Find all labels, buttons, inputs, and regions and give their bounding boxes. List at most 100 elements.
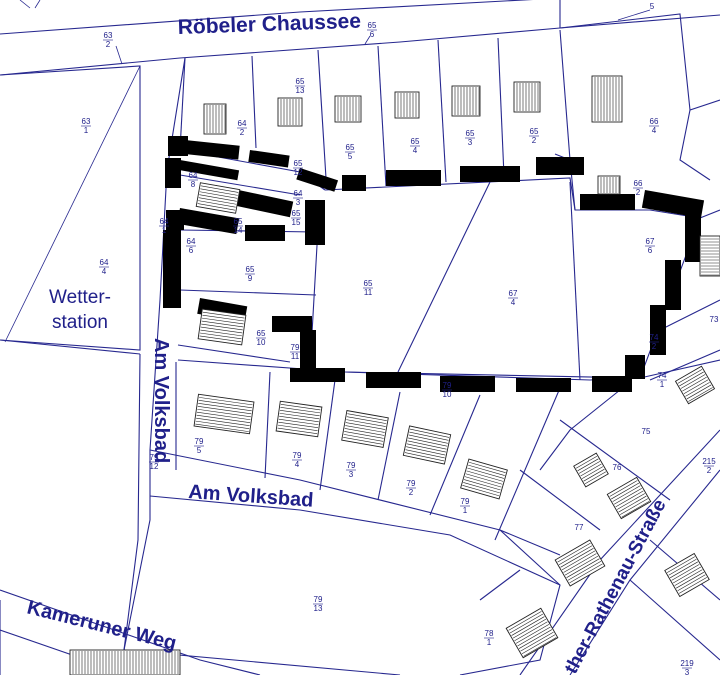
parcel-subnumber: 5 — [197, 446, 202, 455]
area-label-wetterstation: Wetter- station — [49, 287, 111, 333]
parcel-subnumber: 3 — [468, 138, 473, 147]
parcel-number: 65 — [364, 279, 373, 288]
parcel-subnumber: 4 — [413, 146, 418, 155]
parcel-subnumber: 12 — [150, 462, 159, 471]
parcel-number: 63 — [82, 117, 91, 126]
parcel-number: 65 — [234, 217, 243, 226]
parcel-number: 67 — [509, 289, 518, 298]
parcel-number: 65 — [411, 137, 420, 146]
parcel-subnumber: 1 — [84, 126, 89, 135]
parcel-subnumber: 1 — [487, 638, 492, 647]
parcel-label-67-4: 674 — [508, 289, 518, 307]
parcel-number: 74 — [658, 371, 667, 380]
parcel-label-66-4: 664 — [649, 117, 659, 135]
parcel-subnumber: 6 — [370, 30, 375, 39]
parcel-labels: 5632656631642651366465565465365265126486… — [81, 2, 719, 675]
parcel-label-64-8: 648 — [188, 171, 198, 189]
parcel-label-64-6: 646 — [186, 237, 196, 255]
parcel-number: 73 — [710, 315, 719, 324]
parcel-subnumber: 10 — [257, 338, 266, 347]
parcel-number: 64 — [187, 237, 196, 246]
parcel-number: 79 — [443, 381, 452, 390]
building — [664, 552, 710, 598]
building — [203, 103, 227, 135]
parcel-number: 79 — [150, 453, 159, 462]
parcel-label-77: 77 — [575, 523, 584, 532]
parcel-number: 79 — [293, 451, 302, 460]
building — [193, 393, 255, 435]
parcel-subnumber: 3 — [296, 198, 301, 207]
building — [394, 91, 420, 119]
parcel-label-79-2: 792 — [406, 479, 416, 497]
parcel-label-79-5: 795 — [194, 437, 204, 455]
building — [195, 182, 241, 214]
parcel-number: 64 — [160, 217, 169, 226]
parcel-subnumber: 11 — [364, 288, 373, 297]
parcel-label-65-2: 652 — [529, 127, 539, 145]
parcel-number: 63 — [104, 31, 113, 40]
parcel-subnumber: 2 — [106, 40, 111, 49]
parcel-label-63-2: 632 — [103, 31, 113, 49]
parcel-number: 65 — [466, 129, 475, 138]
parcel-subnumber: 1 — [162, 226, 167, 235]
parcel-number: 219 — [680, 659, 694, 668]
building — [341, 410, 389, 448]
wetterstation-line1: Wetter- — [49, 287, 111, 308]
parcel-label-76: 76 — [613, 463, 622, 472]
building — [334, 95, 362, 123]
parcel-subnumber: 6 — [189, 246, 194, 255]
parcel-number: 65 — [257, 329, 266, 338]
wetterstation-line2: station — [52, 312, 108, 333]
parcel-number: 65 — [292, 209, 301, 218]
parcel-number: 64 — [100, 258, 109, 267]
parcel-number: 79 — [195, 437, 204, 446]
parcel-subnumber: 8 — [191, 180, 196, 189]
building — [277, 97, 303, 127]
parcel-label-73: 73 — [710, 315, 719, 324]
parcel-subnumber: 12 — [294, 168, 303, 177]
building — [197, 308, 247, 346]
building — [674, 365, 716, 405]
parcel-subnumber: 2 — [532, 136, 537, 145]
building — [554, 539, 606, 587]
parcel-subnumber: 2 — [707, 466, 712, 475]
parcel-number: 79 — [347, 461, 356, 470]
building — [591, 75, 623, 123]
building — [606, 476, 652, 520]
building — [460, 458, 508, 500]
building — [573, 452, 609, 488]
parcel-number: 79 — [461, 497, 470, 506]
parcel-number: 79 — [314, 595, 323, 604]
parcel-subnumber: 4 — [511, 298, 516, 307]
parcel-number: 65 — [296, 77, 305, 86]
parcel-number: 64 — [238, 119, 247, 128]
building — [69, 649, 181, 675]
parcel-subnumber: 13 — [314, 604, 323, 613]
parcel-number: 65 — [346, 143, 355, 152]
parcel-label-64-1: 641 — [159, 217, 169, 235]
parcel-subnumber: 10 — [443, 390, 452, 399]
parcel-subnumber: 3 — [349, 470, 354, 479]
parcel-number: 5 — [650, 2, 655, 11]
parcel-subnumber: 14 — [234, 226, 243, 235]
parcel-subnumber: 2 — [409, 488, 414, 497]
parcel-number: 65 — [530, 127, 539, 136]
parcel-number: 78 — [485, 629, 494, 638]
parcel-label-79-4: 794 — [292, 451, 302, 469]
building — [402, 425, 452, 465]
parcel-subnumber: 4 — [102, 267, 107, 276]
parcel-number: 76 — [613, 463, 622, 472]
parcel-number: 66 — [634, 179, 643, 188]
parcel-label-65-4: 654 — [410, 137, 420, 155]
parcel-subnumber: 1 — [660, 380, 665, 389]
parcel-number: 65 — [246, 265, 255, 274]
